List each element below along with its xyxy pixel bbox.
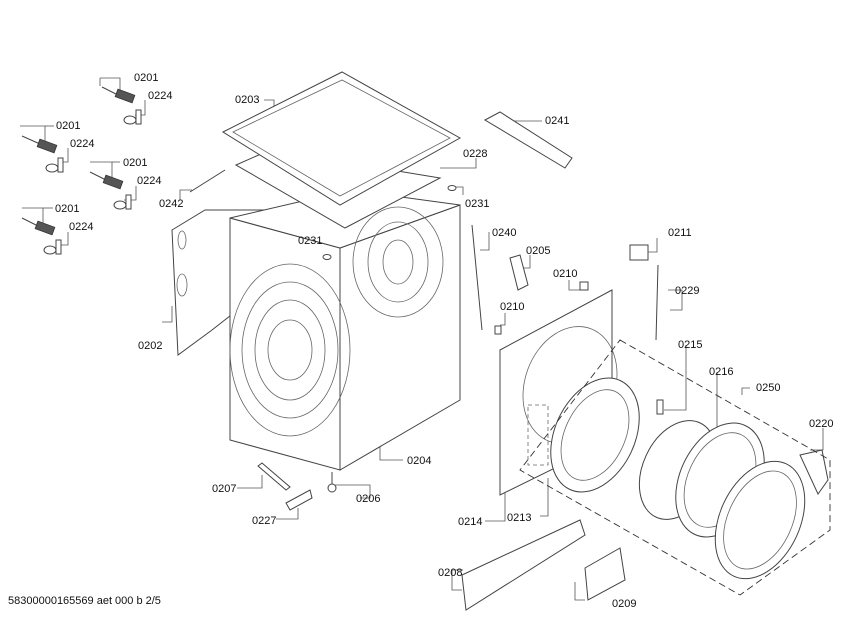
cabinet	[171, 71, 573, 471]
label-0204: 0204	[407, 455, 432, 467]
label-0224: 0224	[69, 221, 94, 233]
label-0242: 0242	[159, 198, 184, 210]
label-0240: 0240	[492, 227, 517, 239]
bottom-parts	[257, 462, 626, 611]
label-0201: 0201	[55, 203, 80, 215]
label-0229: 0229	[675, 285, 700, 297]
label-0209: 0209	[612, 598, 637, 610]
label-0231: 0231	[465, 198, 490, 210]
label-0224: 0224	[137, 175, 162, 187]
label-0201: 0201	[123, 157, 148, 169]
label-0224: 0224	[148, 90, 173, 102]
label-0220: 0220	[809, 418, 834, 430]
label-0207: 0207	[212, 483, 237, 495]
foot-assembly-parts	[21, 86, 142, 255]
label-0241: 0241	[545, 115, 570, 127]
label-0201: 0201	[134, 72, 159, 84]
leader-lines	[20, 77, 824, 601]
label-0214: 0214	[458, 516, 483, 528]
label-0206: 0206	[356, 493, 381, 505]
label-0210: 0210	[500, 301, 525, 313]
label-0208: 0208	[438, 567, 463, 579]
label-0224: 0224	[70, 138, 95, 150]
label-0211: 0211	[668, 227, 692, 239]
label-0201: 0201	[56, 120, 81, 132]
label-0213: 0213	[507, 512, 532, 524]
document-id: 58300000165569 aet 000 b 2/5	[8, 595, 161, 607]
label-0216: 0216	[709, 366, 734, 378]
label-0227: 0227	[252, 515, 277, 527]
label-0202: 0202	[138, 340, 163, 352]
label-0203: 0203	[235, 94, 260, 106]
label-0210: 0210	[553, 268, 578, 280]
label-0250: 0250	[756, 382, 781, 394]
label-0231: 0231	[298, 235, 323, 247]
label-0228: 0228	[463, 148, 488, 160]
label-0205: 0205	[526, 245, 551, 257]
small-front-parts	[494, 244, 664, 415]
label-0215: 0215	[678, 339, 703, 351]
front-panel-and-door	[499, 289, 831, 596]
